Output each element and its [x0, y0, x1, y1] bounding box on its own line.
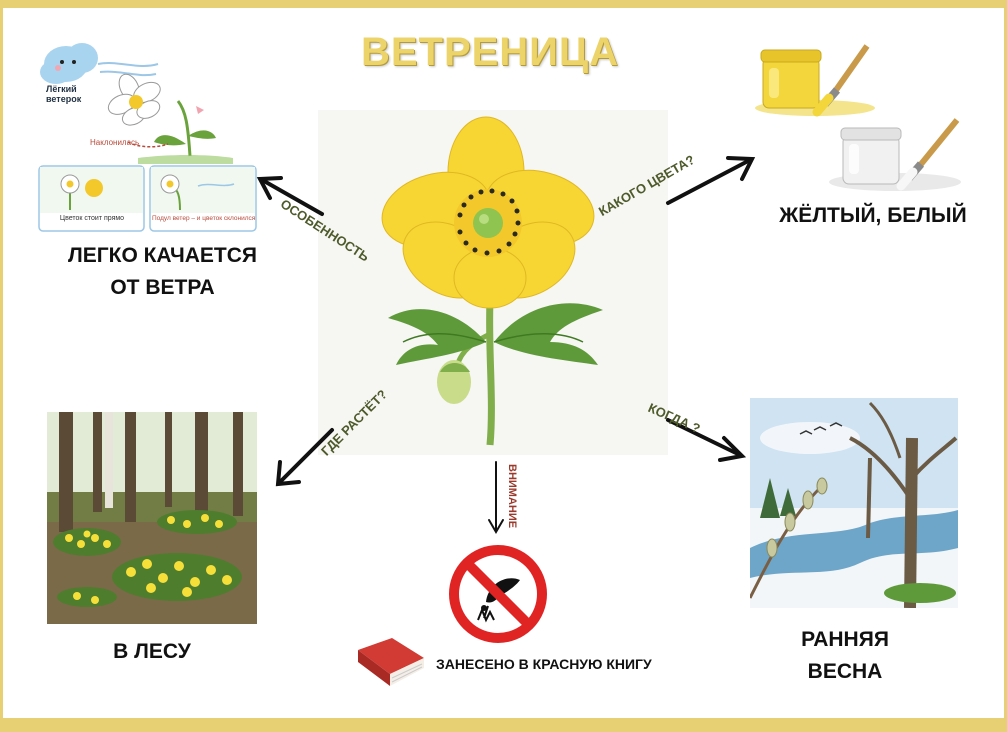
paint-jars-image	[755, 40, 970, 198]
when-answer-line2: ВЕСНА	[807, 660, 883, 683]
red-book-icon	[352, 636, 428, 688]
color-answer: ЖЁЛТЫЙ, БЕЛЫЙ	[779, 204, 967, 227]
spring-image	[750, 398, 958, 608]
arrow-when-head	[718, 436, 747, 462]
arrow-where-head	[275, 460, 301, 487]
attention-answer: ЗАНЕСЕНО В КРАСНУЮ КНИГУ	[436, 656, 652, 672]
arrow-feature-head	[256, 176, 283, 200]
panel-left-caption: Цветок стоит прямо	[59, 215, 125, 222]
arrow-where	[278, 428, 334, 484]
when-answer: РАННЯЯ ВЕСНА	[745, 624, 945, 688]
flower-image	[318, 110, 668, 455]
bend-label: Наклонилась	[90, 138, 140, 147]
light-breeze-label: Лёгкий ветерок	[46, 84, 82, 104]
feature-answer-line2: ОТ ВЕТРА	[110, 276, 215, 299]
when-answer-line1: РАННЯЯ	[801, 628, 889, 651]
forest-image	[47, 412, 257, 624]
no-picking-sign-icon	[448, 544, 548, 644]
page-title: ВЕТРЕНИЦА	[360, 30, 620, 74]
feature-answer-line1: ЛЕГКО КАЧАЕТСЯ	[67, 244, 258, 267]
arrow-color	[666, 158, 752, 205]
arrow-attention-head	[488, 519, 504, 534]
arrow-when	[666, 418, 742, 457]
panel-right-caption: Подул ветер – и цветок склонился!	[152, 215, 256, 222]
feature-answer: ЛЕГКО КАЧАЕТСЯ ОТ ВЕТРА	[40, 240, 285, 304]
where-answer: В ЛЕСУ	[113, 640, 191, 663]
wind-illustration: Лёгкий ветерок Наклонилась Цветок стоит …	[38, 36, 258, 241]
arrow-feature	[262, 179, 324, 216]
arrow-color-head	[726, 156, 756, 181]
attention-question: ВНИМАНИЕ	[506, 464, 518, 529]
